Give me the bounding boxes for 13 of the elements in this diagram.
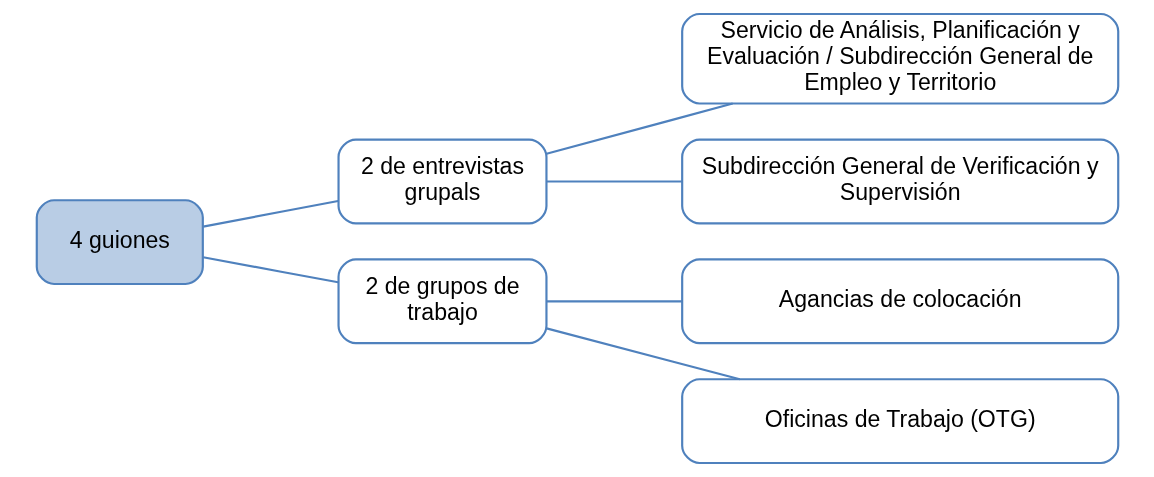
node-box: Agancias de colocación <box>680 258 1119 345</box>
node-box: Servicio de Análisis, Planificación y Evaluación / Subdirección General de Empleo y Territorio <box>680 12 1119 105</box>
connector <box>202 256 338 284</box>
node-box: Oficinas de Trabajo (OTG) <box>680 378 1119 465</box>
node-box: 2 de entrevistas grupals <box>336 138 548 225</box>
connector <box>545 102 733 155</box>
connector <box>202 199 338 228</box>
node-box: 4 guiones <box>35 199 204 286</box>
connector <box>545 327 740 381</box>
connector <box>546 300 682 303</box>
connector <box>546 180 682 183</box>
node-box: 2 de grupos de trabajo <box>336 258 548 345</box>
node-box: Subdirección General de Verificación y Supervisión <box>680 138 1119 225</box>
